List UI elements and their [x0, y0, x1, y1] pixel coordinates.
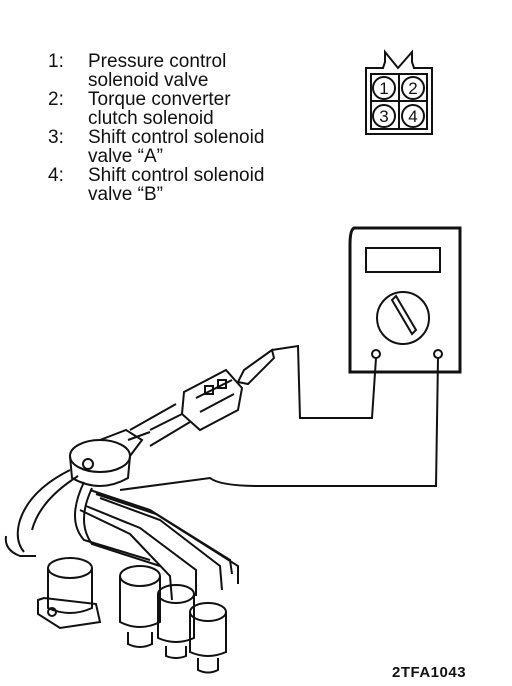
- figure-id: 2TFA1043: [392, 664, 467, 681]
- pin-label: 3: [379, 107, 388, 126]
- legend-text: Pressure control solenoid valve: [88, 51, 227, 91]
- connector-pin-diagram: 1 2 3 4: [365, 49, 433, 135]
- pin-label: 4: [408, 107, 417, 126]
- pressure-control-solenoid: [69, 428, 151, 487]
- legend-text: Shift control solenoid valve “B”: [88, 165, 265, 205]
- legend-number: 4:: [48, 165, 64, 186]
- harness-connector: [129, 368, 244, 447]
- legend-item: 1: Pressure control solenoid valve: [48, 52, 264, 90]
- legend-number: 3:: [48, 127, 64, 148]
- legend-number: 1:: [48, 51, 64, 72]
- pin-label: 1: [379, 79, 388, 98]
- wire-harness: [4, 469, 239, 601]
- test-leads: [119, 344, 439, 491]
- pin-label: 2: [408, 79, 417, 98]
- legend-text: Torque converter clutch solenoid: [88, 89, 231, 129]
- solenoid-valves: [37, 557, 227, 674]
- legend-item: 4: Shift control solenoid valve “B”: [48, 166, 264, 204]
- multimeter: [348, 226, 462, 374]
- legend-item: 2: Torque converter clutch solenoid: [48, 90, 264, 128]
- legend-number: 2:: [48, 89, 64, 110]
- legend: 1: Pressure control solenoid valve 2: To…: [48, 52, 264, 204]
- legend-text: Shift control solenoid valve “A”: [88, 127, 265, 167]
- legend-item: 3: Shift control solenoid valve “A”: [48, 128, 264, 166]
